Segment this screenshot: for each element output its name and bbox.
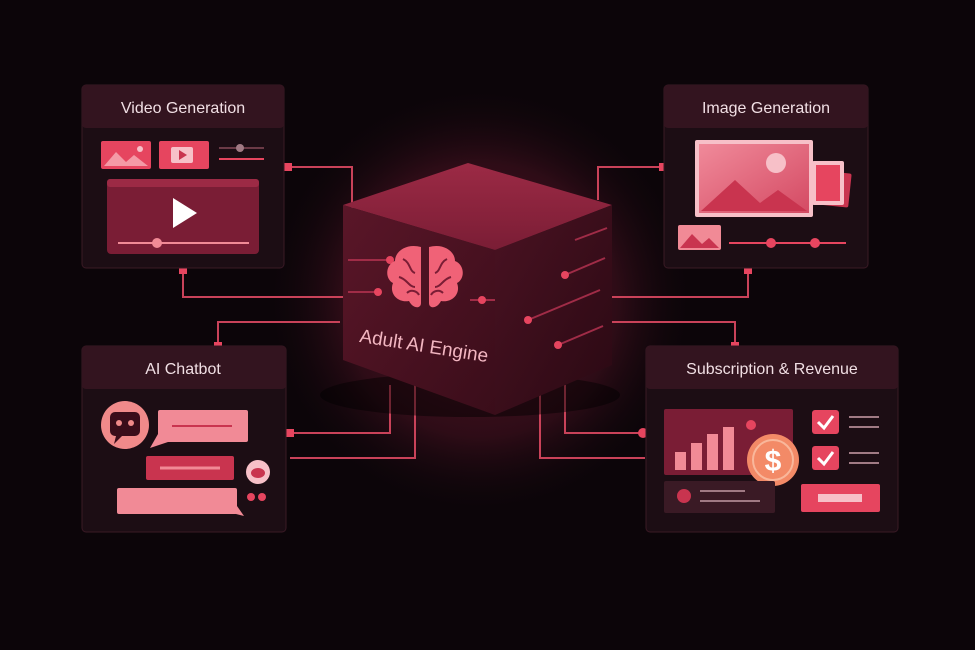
subscriber-row — [664, 481, 775, 513]
connector-image-top — [597, 166, 663, 200]
chatbot-avatar-icon — [101, 401, 149, 449]
panel-ai-chatbot: AI Chatbot — [81, 345, 287, 533]
panel-video-generation: Video Generation — [81, 84, 285, 269]
panel-title-chatbot: AI Chatbot — [145, 361, 221, 378]
connector-revenue-top — [600, 321, 736, 346]
panel-image-generation: Image Generation — [663, 84, 869, 269]
panel-title-video: Video Generation — [121, 100, 245, 117]
node — [286, 429, 294, 437]
revenue-bars — [675, 427, 734, 470]
currency-symbol: $ — [765, 445, 782, 478]
settings-sliders-icon — [219, 144, 264, 160]
connector-video-bottom — [182, 270, 350, 298]
connector-chatbot-low — [290, 385, 416, 459]
connector-revenue-mid — [564, 385, 642, 434]
cube-top — [343, 163, 612, 250]
panel-title-revenue: Subscription & Revenue — [686, 361, 858, 378]
connector-revenue-low — [539, 385, 645, 459]
panel-subscription-revenue: Subscription & Revenue $ — [645, 345, 899, 533]
connector-image-bottom — [590, 270, 749, 298]
connector-chatbot-mid — [290, 385, 391, 434]
engine-cube: Adult AI Engine — [320, 163, 620, 417]
node — [179, 266, 187, 274]
brain-icon — [387, 245, 463, 308]
plan-checklist — [812, 410, 879, 470]
connector-chatbot-top — [217, 321, 340, 346]
checkbox-checked — [812, 410, 839, 434]
checkbox-checked — [812, 446, 839, 470]
circuit-dots — [374, 256, 569, 349]
cube-left-face — [343, 205, 495, 415]
node — [744, 266, 752, 274]
chat-bubble — [117, 488, 237, 514]
play-icon — [173, 198, 197, 228]
connectors — [182, 166, 749, 459]
circuit-traces — [348, 227, 608, 346]
dollar-coin-icon: $ — [747, 434, 799, 486]
panel-title-image: Image Generation — [702, 100, 830, 117]
node — [284, 163, 292, 171]
connector-video-top — [288, 166, 353, 210]
node — [659, 163, 667, 171]
user-chat-icon — [246, 460, 270, 501]
